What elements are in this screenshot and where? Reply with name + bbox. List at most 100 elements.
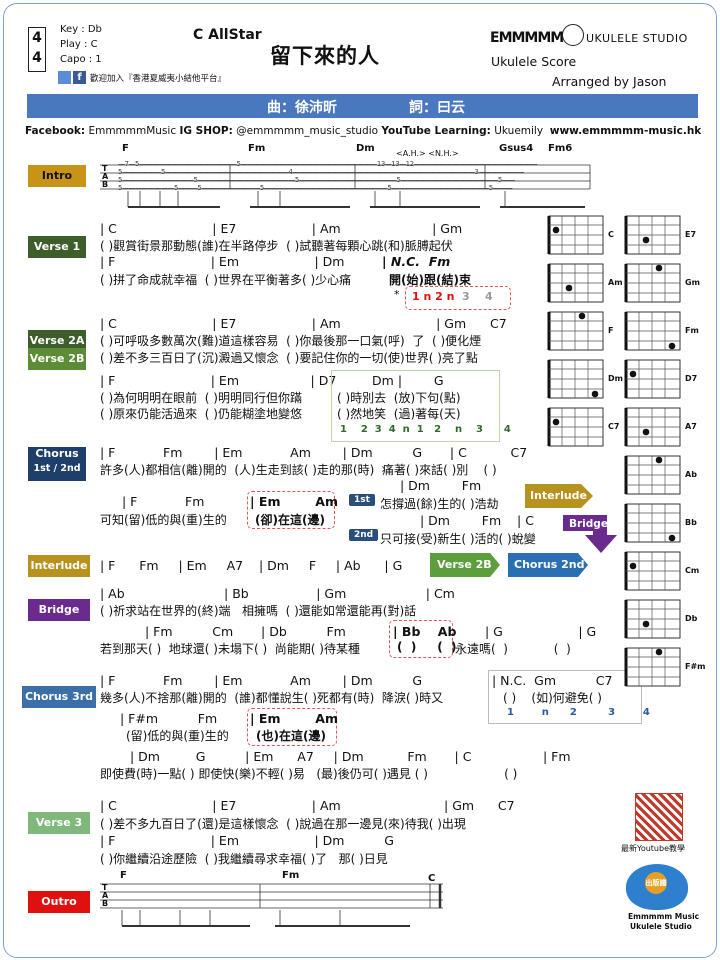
allstar-label: C AllStar xyxy=(193,27,262,43)
harmonic-markers: <A.H.> <N.H.> xyxy=(396,149,459,158)
paw-icon xyxy=(562,24,584,46)
bridge-bb-ab: | Bb Ab xyxy=(393,624,457,639)
chorus3-em-am: | Em Am xyxy=(250,711,338,726)
facebook-link[interactable]: EmmmmmMusic xyxy=(88,125,177,137)
chord-diagram-label: Dm xyxy=(608,374,623,383)
verse2-lyrics-3-end: ( )時別去 (放)下句(點) xyxy=(337,391,461,405)
chorus3-highlight-box xyxy=(247,708,337,746)
logo-text-1: Emmmmm Music xyxy=(628,912,700,921)
intro-tab-line-4: 5————————5———5—————————5————————————————… xyxy=(118,184,513,192)
chord-diagram-b-2 xyxy=(624,311,681,351)
chord-diagram-a-2 xyxy=(547,311,604,351)
outro-tab-staff xyxy=(100,883,443,927)
chorus-lyrics-3-end: (卻)在這(邊) xyxy=(255,513,325,527)
chord-diagram-b-3 xyxy=(624,359,681,399)
count-star: * xyxy=(394,288,400,301)
intro-chord-2: Fm xyxy=(248,143,266,154)
verse1-chords-2: | F | Em | Dm xyxy=(100,254,345,269)
chord-diagram-b-1 xyxy=(624,263,681,303)
verse2-lyrics-3: ( )為何明明在眼前 ( )明明同行但你蹣 xyxy=(100,391,302,405)
intro-chord-5: Fm6 xyxy=(548,143,573,154)
section-intro: Intro xyxy=(28,165,86,187)
chord-diagram-label: F#m xyxy=(685,662,706,671)
website-link[interactable]: www.emmmmm-music.hk xyxy=(549,125,702,137)
brand-subtitle: UKULELE STUDIO xyxy=(586,32,688,45)
facebook-icon: f xyxy=(73,71,86,84)
section-interlude: Interlude xyxy=(28,555,90,577)
brand-name: EMMMMM xyxy=(490,30,564,46)
logo-badge: 出版譜 xyxy=(645,872,667,894)
verse1-chords-1: | C | E7 | Am | Gm xyxy=(100,221,463,236)
youtube-link[interactable]: Ukuemily xyxy=(494,125,544,137)
join-group-text: 歡迎加入『香港夏威夷小結他平台』 xyxy=(90,74,227,84)
to-chorus2-arrow xyxy=(508,553,588,577)
page-frame xyxy=(3,3,717,958)
outro-chord-2: Fm xyxy=(282,870,300,881)
to-bridge-label: Bridge xyxy=(569,518,608,530)
to-chorus2-label: Chorus 2nd xyxy=(514,558,585,571)
intro-tab-line-1: —7—5———————————————5————————————————————… xyxy=(118,160,538,168)
verse3-chords-2: | F | Em | Dm G xyxy=(100,833,394,848)
qr-code[interactable] xyxy=(635,793,683,841)
chord-diagram-b-0 xyxy=(624,215,681,255)
intro-tab-line-2: 5——————5———————————————————4————————————… xyxy=(118,168,524,176)
chord-diagram-label: Gm xyxy=(685,278,700,287)
ig-shop-link[interactable]: @emmmmm_music_studio xyxy=(236,125,379,137)
bridge-chords-1: | Ab | Bb | Gm | Cm xyxy=(100,586,455,601)
bridge-chords-2: | Fm Cm | Db Fm xyxy=(145,624,346,639)
intro-chord-4: Gsus4 xyxy=(499,143,534,154)
chord-diagram-label: Ab xyxy=(685,470,697,479)
chorus-lyrics-2a: 怎撐過(餘)生的( )浩劫 xyxy=(380,497,499,511)
section-verse-1: Verse 1 xyxy=(28,236,86,258)
chord-diagram-b-8 xyxy=(624,599,681,639)
chorus3-lyrics-1-end: ( ) (如)何避免( ) xyxy=(503,691,602,705)
outro-chord-1: F xyxy=(120,870,127,881)
chorus-chords-2: | Dm Fm xyxy=(400,478,482,493)
section-chorus-3: Chorus 3rd xyxy=(22,686,96,708)
chorus3-count: 1 n 2 3 4 xyxy=(507,707,650,718)
count-gray: 3 4 xyxy=(462,290,493,303)
intro-tab-staff xyxy=(100,164,591,208)
youtube-new-label: 最新Youtube教學 xyxy=(621,844,685,853)
bridge-lyrics-2c: 永遠嗎( ) ( ) xyxy=(455,642,571,656)
capo-info: Capo : 1 xyxy=(60,54,102,65)
logo-text-2: Ukulele Studio xyxy=(630,922,692,931)
chorus3-lyrics-1: 幾多(人)不捨那(離)開的 (誰)都懂說生( )死都有(時) 降淚( )時又 xyxy=(100,691,444,705)
chord-diagram-b-7 xyxy=(624,551,681,591)
key-info: Key : Db xyxy=(60,24,102,35)
chord-diagram-b-4 xyxy=(624,407,681,447)
chorus-em-am: | Em Am xyxy=(250,494,338,509)
verse1-lyrics-2-end: 開(始)跟(結)束 xyxy=(389,273,471,287)
score-label: Ukulele Score xyxy=(491,54,577,69)
verse3-lyrics-1: ( )差不多九百日了(還)是這樣懷念 ( )說過在那一邊見(來)待我( )出現 xyxy=(100,817,466,831)
intro-tab-line-3: 5———————————5———————————————5———————————… xyxy=(118,176,515,184)
chord-diagram-label: D7 xyxy=(685,374,698,383)
chorus3-lyrics-2: (留)低的與(重)生的 xyxy=(126,729,229,743)
chord-diagram-b-5 xyxy=(624,455,681,495)
chorus3-ending-box xyxy=(488,670,642,724)
section-bridge: Bridge xyxy=(28,599,90,621)
to-interlude-arrow xyxy=(525,484,593,508)
chord-diagram-label: E7 xyxy=(685,230,697,239)
chord-diagram-a-3 xyxy=(547,359,604,399)
verse2-lyrics-1: ( )可呼吸多數萬次(難)道這樣容易 ( )你最後那一口氣(呼) 了 ( )便化… xyxy=(100,334,482,348)
chorus3-chords-1: | F Fm | Em Am | Dm G xyxy=(100,673,423,688)
chord-diagram-label: Db xyxy=(685,614,698,623)
chorus-highlight-box xyxy=(247,491,335,529)
chord-diagram-label: C7 xyxy=(608,422,620,431)
chord-diagram-b-6 xyxy=(624,503,681,543)
bridge-lyrics-2: 若到那天( ) 地球還( )未塌下( ) 尚能期( )待某種 xyxy=(100,642,360,656)
count-box xyxy=(405,286,511,310)
verse2-lyrics-4: ( )原來仍能活過來 ( )仍能糊塗地變悠 xyxy=(100,407,302,421)
chorus-chords-3: | F Fm xyxy=(122,494,205,509)
ending-box xyxy=(331,370,500,442)
second-ending-badge: 2nd xyxy=(349,529,379,541)
chorus3-chords-3: | Dm G | Em A7 | Dm Fm | C | Fm xyxy=(130,749,571,764)
verse1-nc-chords: | N.C. Fm xyxy=(382,254,451,269)
credits-banner: 曲：徐沛昕 詞：曰云 xyxy=(27,94,698,118)
outro-chord-3: C xyxy=(428,873,436,884)
links-bar: Facebook: EmmmmmMusic IG SHOP: @emmmmm_m… xyxy=(25,125,702,137)
